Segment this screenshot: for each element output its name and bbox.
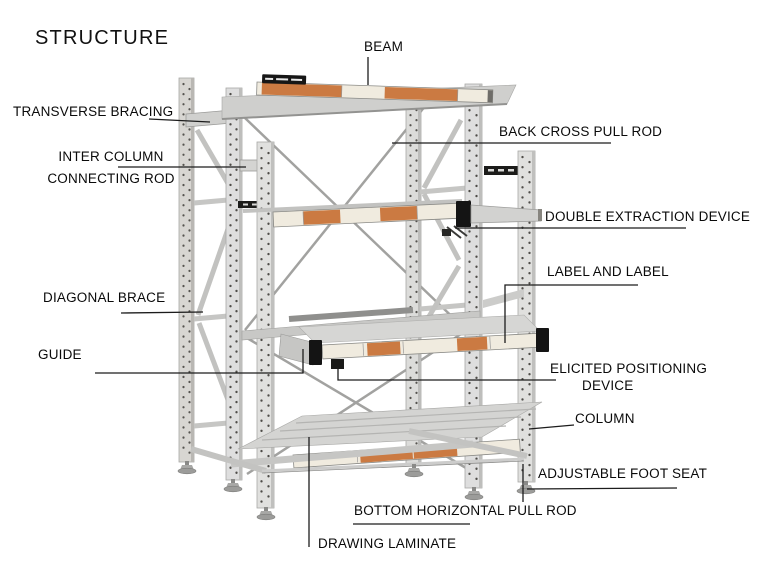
top-beam-graphic xyxy=(256,74,494,104)
label-inter-column-line2: CONNECTING ROD xyxy=(47,171,175,186)
label-inter-column-connecting-rod: INTER COLUMN CONNECTING ROD xyxy=(31,146,191,190)
back-cross-rods-graphic xyxy=(244,99,467,476)
leader-lines xyxy=(95,57,686,547)
leader-label-and-label xyxy=(504,284,638,343)
label-drawing-laminate: DRAWING LAMINATE xyxy=(318,536,457,551)
leader-elicited xyxy=(337,367,556,381)
label-transverse-bracing: TRANSVERSE BRACING xyxy=(13,104,174,119)
label-double-extraction-device: DOUBLE EXTRACTION DEVICE xyxy=(545,209,751,224)
label-elicited-positioning-line1: ELICITED POSITIONING xyxy=(550,361,708,376)
leader-adjustable-foot xyxy=(526,487,678,490)
leader-guide xyxy=(95,349,304,374)
adjacent-left-column-graphic xyxy=(256,141,275,509)
label-label-and-label: LABEL AND LABEL xyxy=(547,264,669,279)
adjustable-feet-graphic xyxy=(177,461,536,521)
bottom-level-graphic xyxy=(190,401,543,474)
label-elicited-positioning-line2: DEVICE xyxy=(582,378,634,393)
bottom-horizontal-pull-rod-graphic xyxy=(261,457,525,474)
level2-drawer-graphic xyxy=(242,199,542,239)
leader-transverse-bracing xyxy=(148,118,211,123)
top-shelf-graphic xyxy=(221,74,517,120)
drawer-laminate-surface-graphic xyxy=(298,314,541,344)
label-inter-column-line1: INTER COLUMN xyxy=(58,149,164,164)
level3-drawer-graphic xyxy=(241,289,549,369)
label-guide: GUIDE xyxy=(38,347,82,362)
label-beam: BEAM xyxy=(364,39,404,54)
label-back-cross-pull-rod: BACK CROSS PULL ROD xyxy=(499,124,663,139)
rail-device-graphic xyxy=(484,166,519,175)
leader-diagonal-brace xyxy=(120,311,204,314)
positioning-device-graphic xyxy=(331,359,344,369)
extraction-end-cap-graphic xyxy=(456,201,471,227)
leader-column xyxy=(528,424,575,430)
label-adjustable-foot-seat: ADJUSTABLE FOOT SEAT xyxy=(538,466,708,481)
diagram-title: STRUCTURE xyxy=(35,27,170,49)
brand-label-sticker xyxy=(261,74,307,85)
adjustable-foot-seat-graphic xyxy=(464,487,484,501)
label-diagonal-brace: DIAGONAL BRACE xyxy=(43,290,166,305)
label-bottom-horizontal-pull-rod: BOTTOM HORIZONTAL PULL ROD xyxy=(354,503,577,518)
front-left-column-graphic xyxy=(225,87,243,481)
back-left-column-graphic xyxy=(178,77,195,463)
label-column: COLUMN xyxy=(575,411,635,426)
